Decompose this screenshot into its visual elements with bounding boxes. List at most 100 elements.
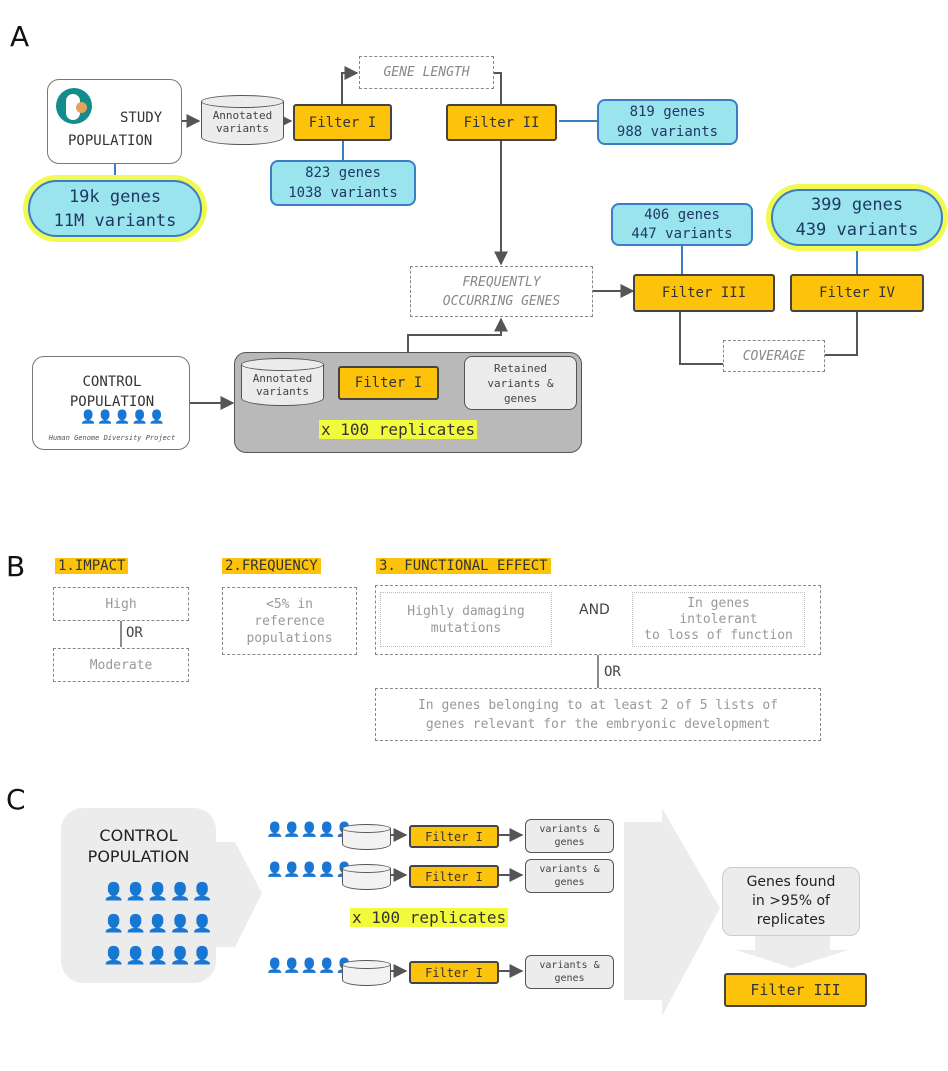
panel-a-connectors (182, 66, 858, 410)
retained-line1: Retained (494, 361, 547, 375)
hgdp-caption: Human Genome Diversity Project (48, 434, 176, 442)
study-variants: 11M variants (53, 210, 177, 231)
people-row-icon-3: 👤👤👤👤👤 (266, 958, 354, 974)
impact-title: 1.IMPACT (55, 558, 129, 574)
filter-iii-stats: 406 genes 447 variants (611, 203, 753, 246)
db-icon-row-3 (342, 960, 391, 988)
study-population-box: STUDY POPULATION (47, 79, 182, 164)
study-line1: STUDY (120, 110, 163, 126)
filter-i-box: Filter I (293, 104, 392, 141)
control-population-box-a: CONTROL POPULATION 👤👤👤👤👤 Human Genome Di… (32, 356, 190, 450)
damaging-line1: Highly damaging (407, 603, 525, 619)
impact-moderate: Moderate (53, 648, 189, 682)
retained-box: Retained variants & genes (464, 356, 577, 410)
frequency-box: <5% in reference populations (222, 587, 357, 655)
line-gene-length-to-filter-ii (494, 72, 502, 104)
frequent-line1: FREQUENTLY (462, 274, 541, 290)
stat-connectors (114, 120, 858, 274)
embryonic-line2: genes relevant for the embryonic develop… (425, 716, 771, 732)
arrow-replicates-to-frequent (407, 317, 508, 352)
frequency-line3: populations (246, 630, 333, 646)
and-label: AND (577, 602, 612, 618)
filter-i-row-3: Filter I (409, 961, 499, 984)
control-c-line2: POPULATION (87, 847, 190, 866)
db-icon-row-1 (342, 824, 391, 852)
panel-label-a: A (10, 20, 30, 53)
db1-line2: variants (216, 122, 269, 135)
filter-iii-variants: 447 variants (631, 225, 733, 242)
filter-iii-genes: 406 genes (644, 206, 720, 223)
control-a-line1: CONTROL (82, 374, 142, 390)
damaging-line2: mutations (430, 620, 502, 636)
filter-iv-stats-pill: 399 genes 439 variants (771, 189, 943, 246)
genes-found-line2: in >95% of (751, 893, 830, 909)
filter-ii-stats: 819 genes 988 variants (597, 99, 738, 145)
impact-high: High (53, 587, 189, 621)
vg1-line1: variants & (539, 824, 600, 835)
db2-line2: variants (256, 385, 309, 398)
variants-genes-row-3: variants & genes (525, 955, 614, 989)
replicates-label-a: x 100 replicates (319, 420, 478, 439)
vg3-line1: variants & (539, 960, 600, 971)
line-filter-iii-to-coverage (679, 312, 723, 365)
coverage-box: COVERAGE (723, 340, 825, 372)
filter-iii-box: Filter III (633, 274, 775, 312)
filter-i-stats: 823 genes 1038 variants (270, 160, 416, 206)
retained-line2: variants & (487, 376, 554, 390)
down-arrow-genes-found (736, 936, 848, 968)
intolerant-box: In genes intolerant to loss of function (632, 592, 805, 647)
intolerant-line3: to loss of function (644, 627, 793, 643)
filter-i-genes: 823 genes (305, 165, 381, 181)
genes-found-line3: replicates (756, 912, 826, 928)
retained-line3: genes (503, 391, 538, 405)
genes-found-line1: Genes found (746, 874, 836, 890)
panel-c-row-arrows (391, 828, 524, 978)
vg2-line2: genes (554, 877, 585, 888)
functional-or: OR (604, 664, 621, 680)
arrow-filter-i-to-gene-length (341, 66, 359, 104)
people-group-icon: 👤👤👤👤👤 (80, 410, 166, 425)
people-row-icon-1: 👤👤👤👤👤 (266, 822, 354, 838)
frequency-title: 2.FREQUENCY (222, 558, 321, 574)
filter-i-row-2: Filter I (409, 865, 499, 888)
filter-iv-box: Filter IV (790, 274, 924, 312)
pregnant-woman-icon (56, 88, 92, 124)
damaging-box: Highly damaging mutations (380, 592, 552, 647)
replicates-label-c: x 100 replicates (350, 908, 509, 927)
filter-ii-variants: 988 variants (616, 124, 719, 140)
embryonic-line1: In genes belonging to at least 2 of 5 li… (417, 697, 779, 713)
filter-i-replicate-box: Filter I (338, 366, 439, 400)
intolerant-line2: intolerant (679, 611, 758, 627)
vg2-line1: variants & (539, 864, 600, 875)
db1-line1: Annotated (212, 109, 273, 122)
frequently-occurring-box: FREQUENTLY OCCURRING GENES (410, 266, 593, 317)
db-icon-row-2 (342, 864, 391, 892)
big-arrow-left (215, 842, 262, 947)
vg3-line2: genes (554, 973, 585, 984)
filter-iii-box-c: Filter III (724, 973, 867, 1007)
frequent-line2: OCCURRING GENES (442, 293, 561, 309)
functional-title: 3. FUNCTIONAL EFFECT (376, 558, 551, 574)
vg1-line2: genes (554, 837, 585, 848)
panel-label-b: B (6, 550, 26, 583)
frequency-line1: <5% in (266, 596, 313, 612)
intolerant-line1: In genes (687, 595, 750, 611)
filter-i-row-1: Filter I (409, 825, 499, 848)
annotated-variants-db-1: Annotated variants (201, 95, 284, 147)
people-crowd-icon: 👤👤👤👤👤👤👤👤👤👤👤👤👤👤👤 (103, 882, 214, 966)
people-row-icon-2: 👤👤👤👤👤 (266, 862, 354, 878)
line-coverage-to-filter-iv (825, 312, 858, 356)
filter-i-variants: 1038 variants (288, 185, 398, 201)
impact-or: OR (126, 625, 143, 641)
frequency-line2: reference (254, 613, 325, 629)
big-arrow-right (624, 808, 720, 1016)
filter-iv-variants: 439 variants (795, 219, 919, 240)
annotated-variants-db-2: Annotated variants (241, 358, 324, 408)
variants-genes-row-2: variants & genes (525, 859, 614, 893)
gene-length-box: GENE LENGTH (359, 56, 494, 89)
embryonic-box: In genes belonging to at least 2 of 5 li… (375, 688, 821, 741)
control-population-box-c: CONTROL POPULATION 👤👤👤👤👤👤👤👤👤👤👤👤👤👤👤 (61, 808, 216, 983)
study-line2: POPULATION (68, 133, 153, 149)
